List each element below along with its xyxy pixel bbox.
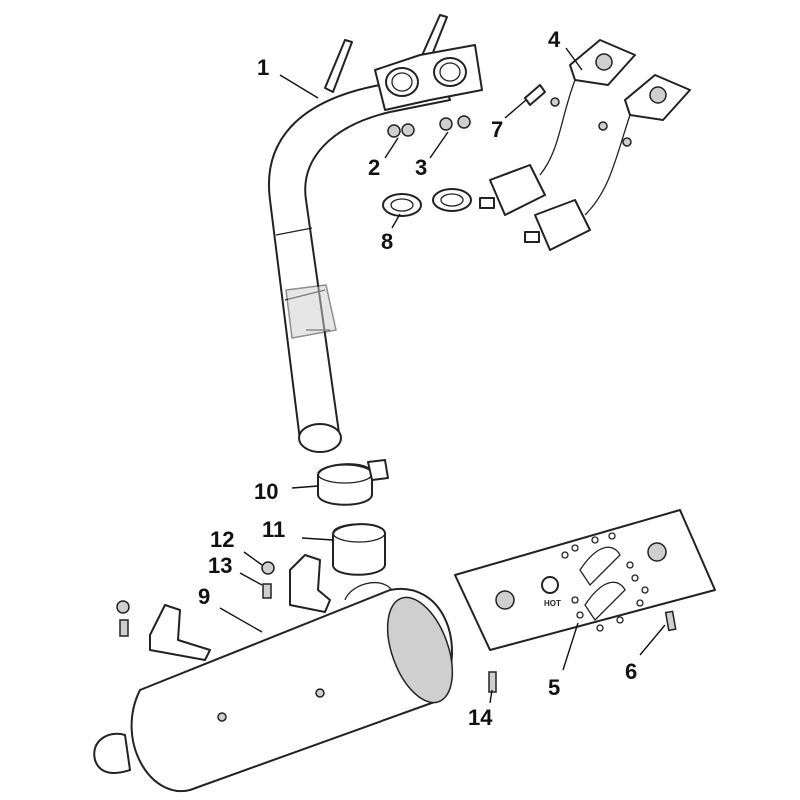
callout-12: 12: [210, 527, 235, 552]
heat-shield: HOT: [454, 509, 716, 651]
fasteners: [116, 561, 677, 693]
callout-6: 6: [625, 659, 638, 684]
callout-5: 5: [548, 675, 561, 700]
callout-10: 10: [254, 479, 279, 504]
callout-14: 14: [468, 705, 493, 730]
flange-nuts: [387, 115, 471, 138]
callout-11: 11: [262, 517, 286, 542]
sensor-assemblies: [479, 39, 691, 251]
callout-4: 4: [548, 27, 561, 52]
callout-1: 1: [257, 55, 270, 80]
callout-7: 7: [491, 117, 504, 142]
callout-9: 9: [198, 584, 211, 609]
callout-13: 13: [208, 553, 233, 578]
gaskets: [382, 188, 472, 217]
callout-8: 8: [381, 229, 394, 254]
leader-lines: [219, 47, 666, 704]
exhaust-flanges: [374, 44, 483, 111]
callout-2: 2: [368, 155, 381, 180]
callout-3: 3: [415, 155, 428, 180]
heat-shield-hot-text: HOT: [544, 599, 561, 608]
clamp-and-sleeve: [317, 459, 389, 576]
muffler: [93, 554, 454, 793]
